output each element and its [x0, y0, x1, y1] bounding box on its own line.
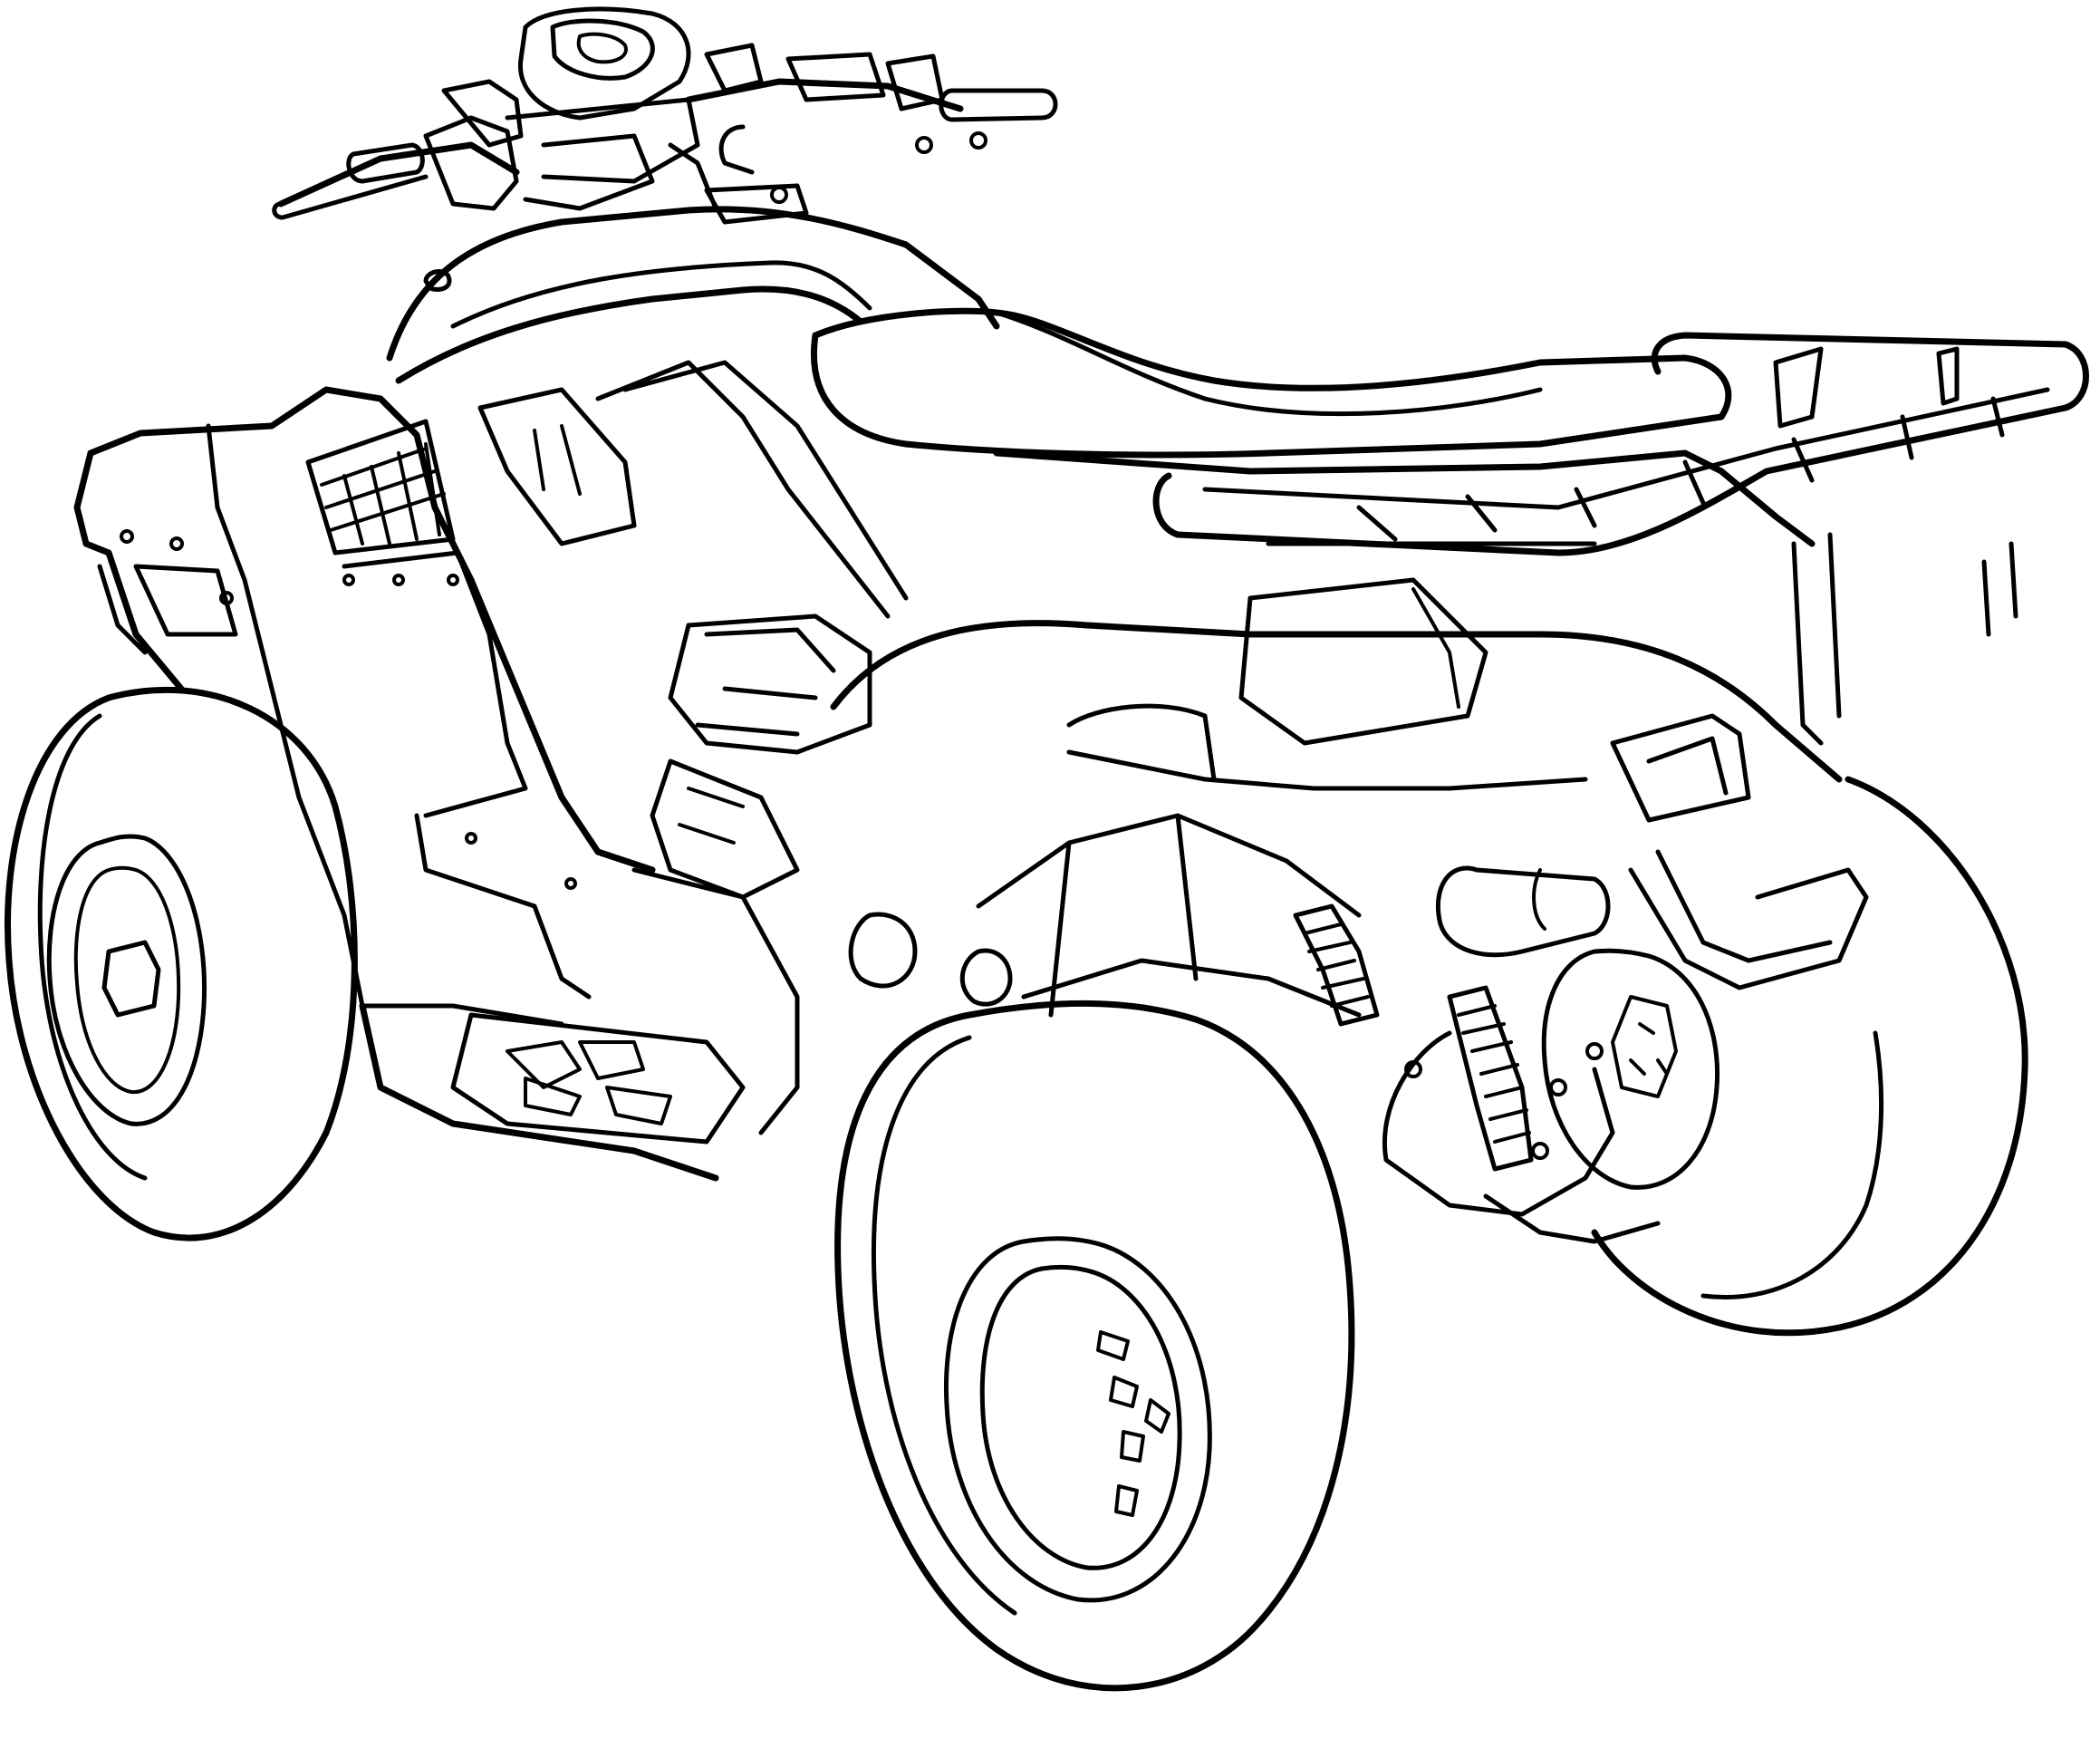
left-grip	[346, 142, 425, 184]
front-left-rim	[46, 834, 207, 1126]
rear-spring	[1447, 985, 1534, 1172]
instrument-pod	[517, 6, 691, 121]
front-right-rim-outer	[943, 1236, 1212, 1603]
footrest	[359, 867, 800, 1182]
storage-box	[1238, 577, 1488, 746]
rear-right-wheel	[1541, 776, 2028, 1337]
rear-rack	[1152, 332, 2089, 990]
front-fender-rivets	[120, 529, 234, 605]
exhaust-muffler	[1435, 865, 1611, 958]
front-right-tire	[834, 1000, 1355, 1692]
front-right-tire-sidewall	[872, 1035, 1017, 1616]
engine-area	[650, 613, 1661, 1244]
rear-right-tire-inner-edge	[1700, 1030, 1884, 1299]
rack-outer-rail	[1152, 332, 2089, 556]
front-left-tire-sidewall	[37, 713, 148, 1181]
right-grip	[939, 88, 1058, 122]
footrest-outline	[359, 1002, 719, 1182]
frame-tubes	[976, 813, 1362, 1018]
handlebars	[272, 6, 1058, 225]
front-right-lug-cutouts	[1096, 1330, 1170, 1517]
front-left-hub	[101, 940, 161, 1018]
front-left-tire	[4, 686, 358, 1241]
seat-outline	[811, 307, 1732, 459]
tank-outline	[386, 206, 1000, 362]
front-left-rim-inner	[73, 865, 181, 1095]
rear-right-tire	[1591, 776, 2028, 1337]
tail-light	[1610, 713, 1751, 823]
seat	[811, 307, 1732, 459]
rack-uprights	[1791, 532, 2018, 746]
front-fender	[73, 386, 656, 1009]
radiator-grille	[305, 419, 456, 555]
rear-right-hub-detail	[1611, 995, 1678, 1098]
rear-fender-outline	[830, 620, 1843, 783]
engine-block	[668, 613, 872, 755]
rear-body	[830, 449, 1843, 823]
rack-inner-rail	[1202, 387, 2050, 510]
front-fender-outline	[87, 386, 656, 874]
front-right-wheel	[834, 1000, 1355, 1692]
fuel-tank-and-cowl	[386, 206, 1000, 619]
front-right-rim-inner	[979, 1264, 1182, 1570]
front-left-wheel	[4, 686, 358, 1241]
handlebar-left	[277, 141, 520, 208]
brake-lever-left	[272, 174, 429, 220]
air-intake	[477, 387, 637, 546]
side-panel	[305, 419, 592, 1000]
front-headlight	[133, 564, 238, 637]
rear-right-brake-disc	[1541, 948, 1720, 1190]
